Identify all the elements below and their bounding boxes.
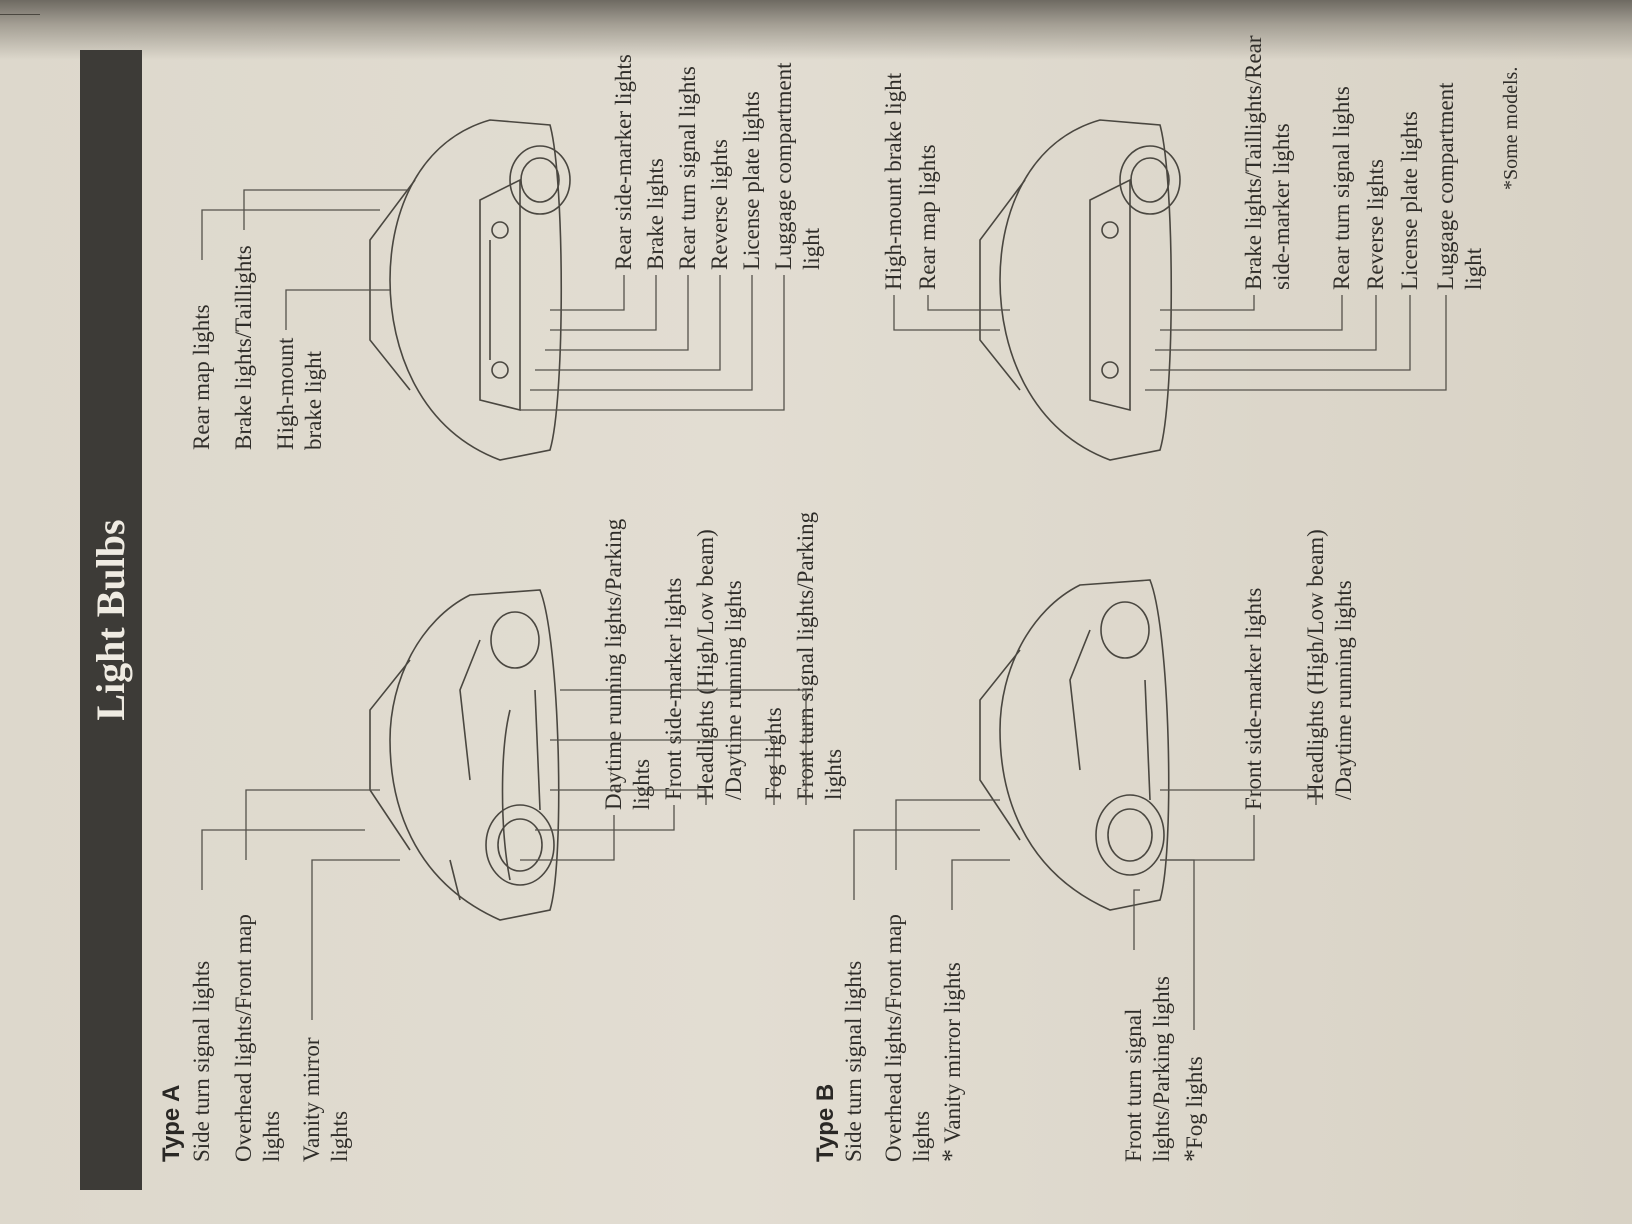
manual-page: Light Bulbs Type A Side turn signal ligh… — [80, 35, 1580, 1190]
type-a-front-car-illustration — [369, 589, 560, 921]
page-edge — [0, 14, 40, 15]
type-b-front-car-illustration — [979, 579, 1170, 911]
leader-lines — [201, 189, 1447, 1030]
type-b-rear-car-illustration — [979, 119, 1181, 461]
book-spine-shadow — [0, 0, 1632, 60]
